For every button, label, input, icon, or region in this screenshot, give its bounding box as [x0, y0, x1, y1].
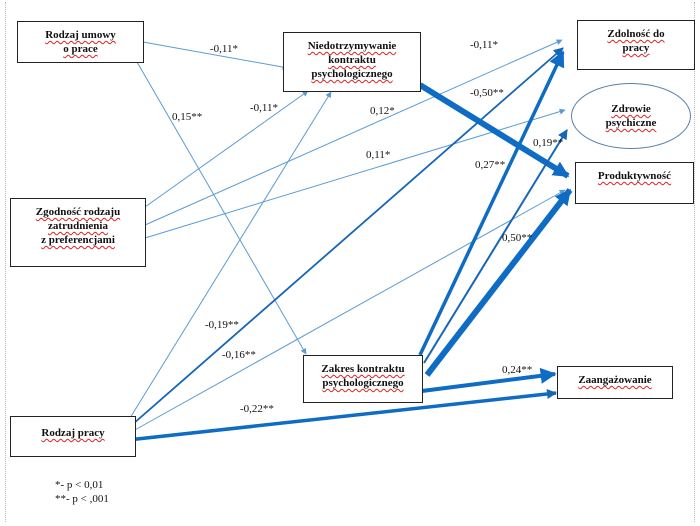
edge-zgodnosc-niedotrzymywanie [144, 90, 309, 208]
edge-label: 0,24** [502, 364, 532, 376]
page-border [5, 2, 695, 522]
node-text: pracy [622, 42, 650, 54]
edge-praca-produktywnosc [132, 189, 566, 432]
node-text: psychologicznego [311, 68, 393, 80]
edge-niedotrzymywanie-produktywnosc [418, 82, 570, 179]
node-text: Zakres kontraktu [321, 363, 405, 375]
node-zdrowie: Zdrowie psychiczne [571, 83, 691, 149]
legend-line: **- p < ,001 [55, 493, 109, 505]
edge-zakres-zdrowie [423, 129, 568, 364]
node-text: Rodzaj pracy [41, 427, 105, 439]
node-text: Niedotrzymywanie [307, 40, 397, 52]
edge-zgodnosc-zdolnosc [144, 39, 563, 226]
node-zakres: Zakres kontraktu psychologicznego [303, 355, 423, 403]
edge-zakres-produktywnosc [424, 188, 573, 377]
edge-label: 0,27** [475, 159, 505, 171]
node-rodzaj-pracy: Rodzaj pracy [10, 416, 136, 457]
node-text: zatrudnienia [48, 220, 108, 232]
edge-label: 0,12* [370, 105, 395, 117]
node-zgodnosc: Zgodność rodzaju zatrudnienia z preferen… [10, 198, 146, 267]
edge-label: 0,11* [366, 149, 390, 161]
node-text: o prace [63, 43, 98, 55]
edge-label: 0,50** [502, 232, 532, 244]
edge-zakres-zdolnosc [418, 50, 565, 356]
node-zdolnosc: Zdolność do pracy [577, 20, 695, 70]
node-text: Produktywność [597, 170, 672, 182]
edge-umowa-niedotrzymywanie [142, 41, 289, 70]
edge-label: 0,15** [172, 111, 202, 123]
node-text: Zdrowie [611, 103, 651, 115]
edge-praca-zdolnosc [132, 47, 564, 425]
node-text: kontraktu [328, 54, 376, 66]
edge-zgodnosc-zdrowie [144, 108, 566, 239]
node-text: psychologicznego [322, 377, 404, 389]
edge-zakres-zaangazowanie [421, 367, 557, 393]
edge-label: -0,11* [470, 39, 498, 51]
edge-umowa-zakres [136, 61, 307, 355]
node-niedotrzymywanie: Niedotrzymywanie kontraktu psychologiczn… [283, 32, 421, 92]
node-zaangazowanie: Zaangażowanie [557, 366, 673, 399]
node-rodzaj-umowy: Rodzaj umowy o prace [17, 21, 144, 63]
edge-label: -0,22** [240, 403, 274, 415]
node-text: Rodzaj umowy [45, 29, 116, 41]
edge-label: -0,19** [205, 319, 239, 331]
node-text: psychiczne [605, 117, 657, 129]
node-text: Zgodność rodzaju [35, 206, 121, 218]
edge-label: -0,11* [250, 102, 278, 114]
edge-praca-zaangazowanie [127, 389, 557, 442]
edge-label: -0,16** [222, 349, 256, 361]
node-text: Zaangażowanie [578, 374, 652, 386]
edge-label: -0,50** [470, 87, 504, 99]
edge-praca-niedotrzymywanie [129, 91, 332, 419]
legend-line: *- p < 0,01 [55, 479, 104, 491]
significance-legend: *- p < 0,01 **- p < ,001 [55, 478, 109, 506]
node-text: z preferencjami [41, 234, 115, 246]
node-text: Zdolność do [607, 28, 665, 40]
edge-label: 0,19** [533, 137, 563, 149]
node-produktywnosc: Produktywność [575, 162, 694, 204]
edge-label: -0,11* [210, 43, 238, 55]
